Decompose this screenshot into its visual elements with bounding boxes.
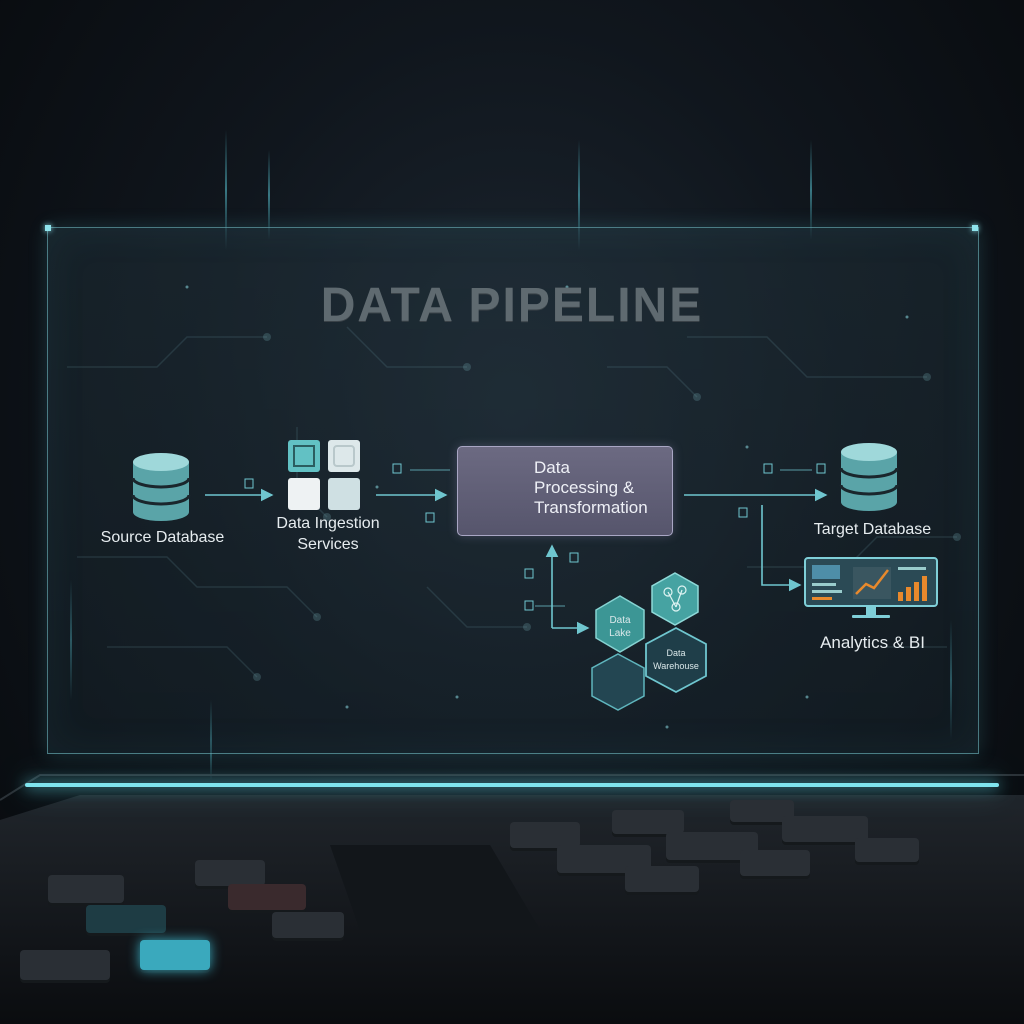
glow-bar xyxy=(25,783,999,787)
ingestion-label-line2: Services xyxy=(297,536,359,553)
empty-hexagon xyxy=(591,653,645,711)
marker-icon xyxy=(569,552,579,563)
scanline xyxy=(210,700,212,780)
data-lake-label: Data Lake xyxy=(598,614,642,640)
console-key[interactable] xyxy=(272,912,344,938)
source-database-icon xyxy=(131,453,191,521)
analytics-label: Analytics & BI xyxy=(820,633,925,652)
data-warehouse-label-line1: Data xyxy=(666,648,686,658)
console-key[interactable] xyxy=(612,810,684,834)
processing-box[interactable] xyxy=(457,446,673,536)
panel-corner xyxy=(45,225,51,231)
network-hexagon xyxy=(651,572,699,626)
marker-icon xyxy=(524,568,534,579)
marker-icon xyxy=(816,463,826,474)
console-key[interactable] xyxy=(228,884,306,910)
marker-icon xyxy=(392,463,402,474)
console-key[interactable] xyxy=(195,860,265,886)
processing-label: Data Processing & Transformation xyxy=(534,458,674,518)
panel-corner xyxy=(972,225,978,231)
data-lake-hexagon xyxy=(595,595,645,653)
scanline xyxy=(70,580,72,700)
console-key[interactable] xyxy=(782,816,868,842)
ingestion-grid-icon xyxy=(288,440,360,510)
console-key[interactable] xyxy=(140,940,210,970)
processing-label-line3: Transformation xyxy=(534,498,648,517)
page-title: DATA PIPELINE xyxy=(320,279,704,332)
marker-icon xyxy=(763,463,773,474)
data-warehouse-label: Data Warehouse xyxy=(646,647,706,673)
console-key[interactable] xyxy=(86,905,166,933)
console-key[interactable] xyxy=(48,875,124,903)
console-desk xyxy=(0,774,1024,1024)
data-warehouse-hexagon xyxy=(645,626,707,694)
ingestion-label: Data Ingestion Services xyxy=(258,513,398,555)
marker-icon xyxy=(738,507,748,518)
console-key[interactable] xyxy=(510,822,580,848)
data-lake-label-line2: Lake xyxy=(609,628,631,639)
marker-icon xyxy=(244,478,254,489)
console-key[interactable] xyxy=(855,838,919,862)
source-database-label: Source Database xyxy=(100,529,225,546)
arrow-to-analytics xyxy=(761,505,802,592)
console-key[interactable] xyxy=(740,850,810,876)
marker-icon xyxy=(524,600,534,611)
scanline xyxy=(578,140,580,250)
ingestion-label-line1: Data Ingestion xyxy=(276,515,380,532)
analytics-monitor-chart-icon xyxy=(804,557,938,618)
scanline xyxy=(268,150,270,240)
processing-label-line1: Data xyxy=(534,458,570,477)
console-key[interactable] xyxy=(730,800,794,822)
data-lake-label-line1: Data xyxy=(609,615,631,626)
processing-label-line2: Processing & xyxy=(534,478,635,497)
scanline xyxy=(810,140,812,240)
data-warehouse-label-line2: Warehouse xyxy=(653,661,699,671)
marker-icon xyxy=(425,512,435,523)
scanline xyxy=(950,620,952,740)
target-database-icon xyxy=(839,443,899,511)
console-key[interactable] xyxy=(625,866,699,892)
console-key[interactable] xyxy=(20,950,110,980)
scanline xyxy=(225,130,227,250)
target-database-label: Target Database xyxy=(813,521,932,538)
